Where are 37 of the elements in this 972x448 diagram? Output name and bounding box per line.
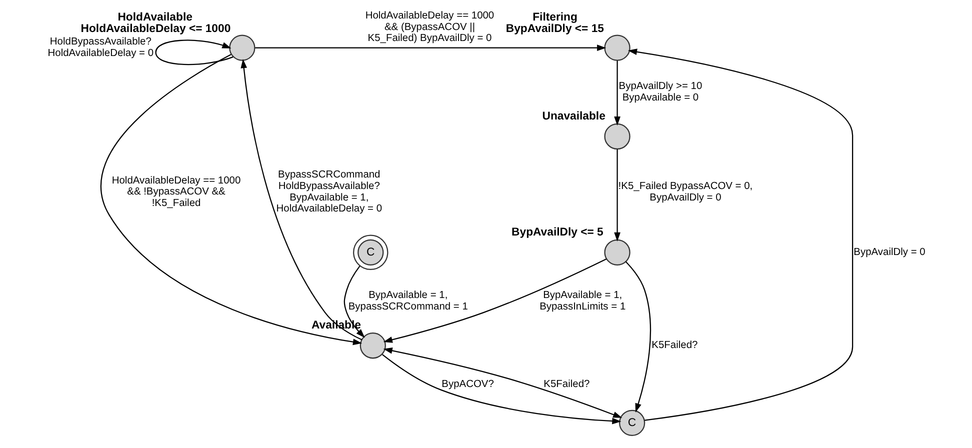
arrow <box>625 261 652 412</box>
edge-label: HoldAvailableDelay == 1000 && !BypassACOV && !K5_Failed <box>112 175 241 210</box>
edge-label: BypAvailDly >= 10 BypAvailable = 0 <box>618 80 702 104</box>
arrow <box>344 266 365 338</box>
node-label: BypAvailDly <= 15 <box>506 22 604 35</box>
node-label: BypAvailDly <= 5 <box>512 226 604 238</box>
node-circle <box>229 34 256 61</box>
arrow <box>155 40 234 66</box>
arrow <box>614 149 620 242</box>
edge-label: HoldAvailableDelay == 1000 && (BypassACOV || K5_Failed) BypAvailDly = 0 <box>365 10 494 44</box>
arrow <box>255 44 606 51</box>
node-circle <box>604 123 630 150</box>
arrow <box>382 354 622 424</box>
edge-label: K5Failed? <box>652 340 698 352</box>
edge-label: HoldBypassAvailable? HoldAvailableDelay = 0 <box>48 36 154 60</box>
node-circle <box>604 34 630 61</box>
node-label: HoldAvailable <box>118 12 192 24</box>
node-circle <box>360 332 386 359</box>
edge-label: !K5_Failed BypassACOV = 0, BypAvailDly = 0 <box>618 180 753 204</box>
arrow <box>240 59 362 340</box>
node-label: Filtering <box>532 12 578 24</box>
node-label: HoldAvailableDelay <= 1000 <box>80 22 231 35</box>
edge-label: BypAvailable = 1, BypassInLimits = 1 <box>540 290 626 312</box>
edge-label: K5Failed? <box>544 378 590 390</box>
arrow <box>383 258 607 343</box>
edge-label: BypACOV? <box>442 378 494 390</box>
arrow <box>614 60 620 126</box>
node-circle: C <box>353 234 388 270</box>
node-label: Unavailable <box>542 110 606 122</box>
node-circle: C <box>618 410 646 436</box>
arrow <box>100 54 362 346</box>
arrow <box>383 348 622 418</box>
edge-label: BypAvailable = 1, BypassSCRCommand = 1 <box>348 290 468 312</box>
edge-label: BypAvailDly = 0 <box>854 246 926 258</box>
arrow <box>628 48 854 421</box>
node-circle <box>604 239 630 266</box>
edge-label: BypassSCRCommand HoldBypassAvailable? BypAvailable = 1, HoldAvailableDelay = 0 <box>276 170 382 215</box>
